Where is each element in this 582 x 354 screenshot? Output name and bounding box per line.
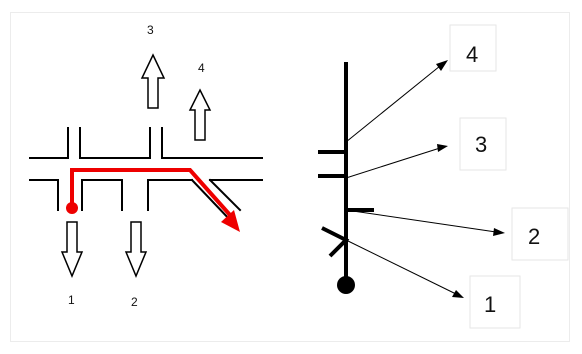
exit-1-label: 1 <box>68 293 75 307</box>
pointer-line-3 <box>345 147 441 179</box>
exit-4-label: 4 <box>198 61 205 75</box>
exit-3-label: 3 <box>147 23 154 37</box>
up-arrow-icon <box>140 53 166 109</box>
start-dot-icon <box>66 202 78 214</box>
route-arrowhead <box>221 210 240 232</box>
pointer-line-1 <box>345 239 457 295</box>
pointer-arrowhead-2 <box>493 228 505 236</box>
down-arrow-icon <box>60 221 84 278</box>
branch-2-label: 2 <box>528 224 540 249</box>
left-intersection-panel <box>29 127 263 224</box>
pointer-line-4 <box>345 65 441 143</box>
exit-2-label: 2 <box>131 295 138 309</box>
red-route <box>66 168 240 232</box>
up-arrow-icon <box>188 88 212 141</box>
right-schematic-panel <box>318 62 497 295</box>
pointer-arrowhead-1 <box>452 290 464 298</box>
diagonal-exit-road <box>190 178 242 224</box>
route-line <box>70 168 232 217</box>
pointer-arrowhead-3 <box>437 144 448 152</box>
branch-3-box <box>459 117 507 171</box>
branch-1-box <box>469 275 521 329</box>
branch-4-label: 4 <box>466 42 478 67</box>
street-stub-down-right <box>121 179 149 211</box>
diagram-frame <box>10 12 570 342</box>
down-arrow-icon <box>124 221 148 278</box>
branch-1-label: 1 <box>484 292 496 317</box>
pointer-line-2 <box>345 209 497 233</box>
street-stub-up-left <box>67 127 81 159</box>
end-dot-icon <box>337 276 355 294</box>
street-stub-up-right <box>149 127 163 159</box>
branch-stub-1 <box>321 226 350 258</box>
pointer-arrowhead-4 <box>436 60 448 71</box>
branch-4-box <box>449 24 497 72</box>
branch-3-label: 3 <box>475 132 487 157</box>
branch-2-box <box>511 207 569 261</box>
street-stub-down-left <box>57 179 83 211</box>
